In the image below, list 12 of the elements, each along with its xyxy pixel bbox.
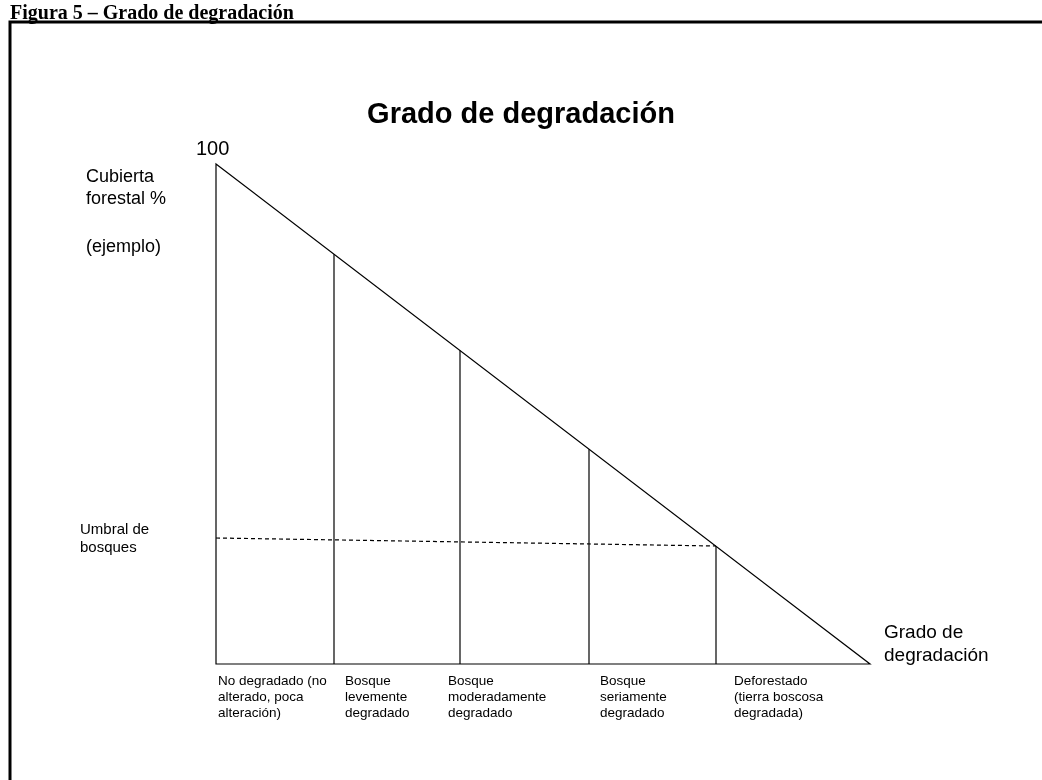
- axis-note: (ejemplo): [86, 236, 162, 258]
- category-label: No degradado (no alterado, poca alteración): [218, 673, 328, 722]
- figure-heading: Figura 5 – Grado de degradación: [10, 0, 294, 24]
- category-label: Bosque seriamente degradado: [600, 673, 668, 722]
- axis-title: Grado de degradación: [884, 621, 990, 667]
- threshold-label: Umbral de bosques: [80, 520, 151, 556]
- category-label: Deforestado (tierra boscosa degradada): [734, 673, 825, 722]
- axis-max-value: 100: [196, 136, 230, 160]
- chart-title: Grado de degradación: [366, 96, 676, 131]
- category-label: Bosque levemente degradado: [345, 673, 411, 722]
- category-label: Bosque moderadamente degradado: [448, 673, 548, 722]
- axis-title: Cubierta forestal %: [86, 166, 168, 210]
